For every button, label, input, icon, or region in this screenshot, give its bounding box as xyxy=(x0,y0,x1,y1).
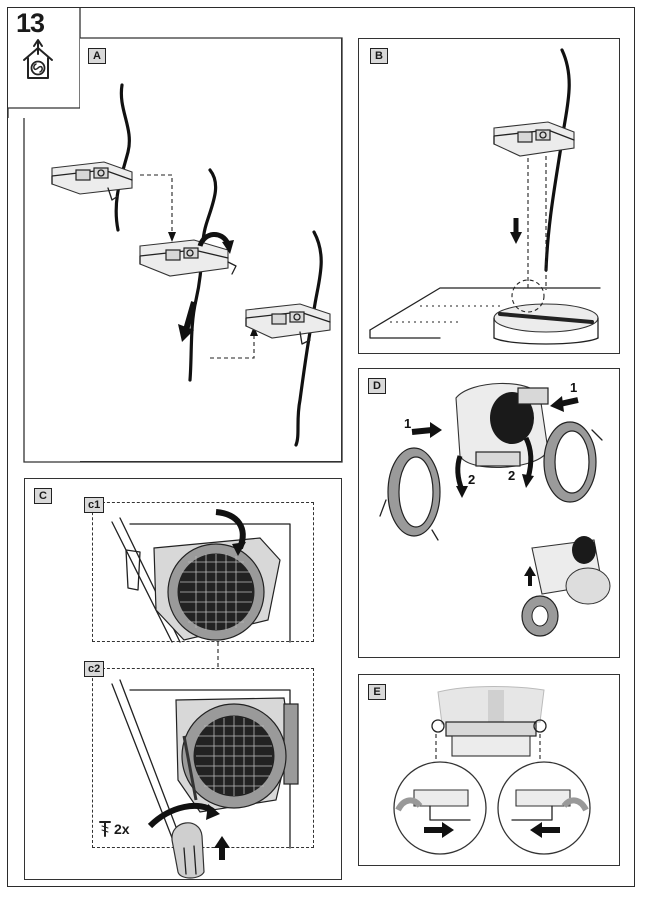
panel-d-label: D xyxy=(368,378,386,394)
callout-2-left: 2 xyxy=(468,472,475,487)
subpanel-c1-label: c1 xyxy=(84,497,105,513)
panel-b xyxy=(358,38,620,354)
panel-c-label: C xyxy=(34,488,52,504)
callout-1-left: 1 xyxy=(404,416,411,431)
panel-b-label: B xyxy=(370,48,388,64)
subpanel-c2-label: c2 xyxy=(84,661,105,677)
screw-quantity: 2x xyxy=(114,821,130,837)
subpanel-c1 xyxy=(92,502,314,642)
page-frame xyxy=(7,7,635,887)
screw-icon xyxy=(99,821,111,837)
callout-2-right: 2 xyxy=(508,468,515,483)
panel-a-label: A xyxy=(88,48,106,64)
callout-1-right: 1 xyxy=(570,380,577,395)
step-number: 13 xyxy=(16,8,45,38)
panel-e-label: E xyxy=(368,684,386,700)
